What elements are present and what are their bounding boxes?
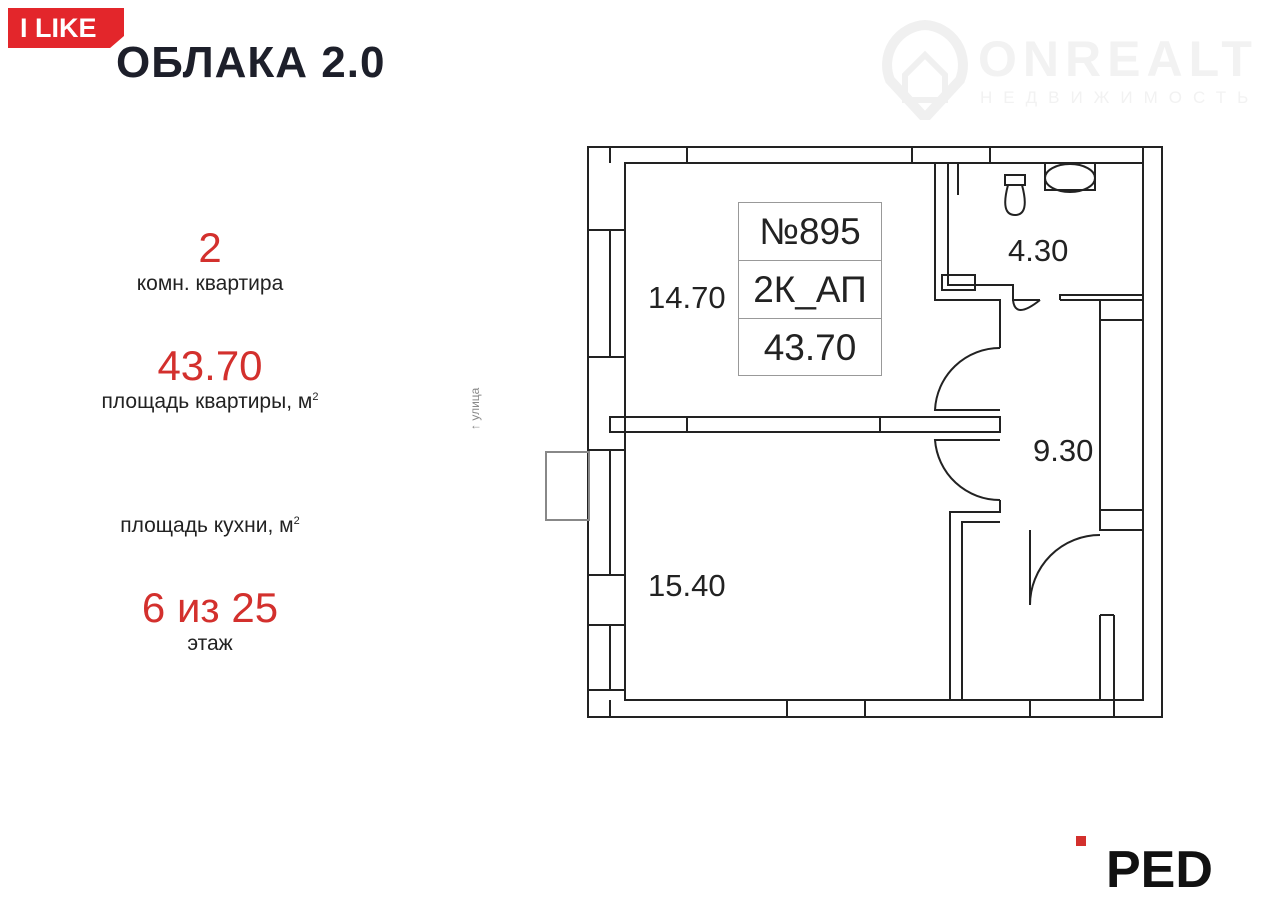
apartment-area: 43.70 xyxy=(763,327,857,368)
project-title: ОБЛАКА 2.0 xyxy=(116,38,386,87)
room-area-1: 14.70 xyxy=(648,280,726,315)
floor-value: 6 xyxy=(141,584,166,631)
area-label: площадь квартиры, м xyxy=(101,390,313,413)
i-like-logo-badge: I LIKE xyxy=(8,8,124,48)
floor-total: 25 xyxy=(231,584,279,631)
rooms-value: 2 xyxy=(198,224,222,271)
area-info: 43.70 площадь квартиры, м2 xyxy=(0,342,420,414)
kitchen-unit-sup: 2 xyxy=(293,515,300,527)
toilet-icon xyxy=(1004,174,1026,217)
inner-wall xyxy=(624,162,1144,701)
watermark-subtitle: НЕДВИЖИМОСТЬ xyxy=(980,88,1260,107)
outer-wall xyxy=(587,146,1163,718)
floor-plan xyxy=(545,146,1163,718)
watermark-name: ONREALT xyxy=(978,31,1258,87)
floor-of: из xyxy=(176,584,220,631)
logo-red-mark xyxy=(1076,836,1086,846)
floor-label: этаж xyxy=(187,632,233,655)
kitchen-label: площадь кухни, м xyxy=(120,514,294,537)
area-value: 43.70 xyxy=(157,342,263,389)
kitchen-info: площадь кухни, м2 xyxy=(0,514,420,538)
rooms-label: комн. квартира xyxy=(136,272,284,295)
floor-info: 6 из 25 этаж xyxy=(0,584,420,656)
apartment-number: №895 xyxy=(739,203,881,261)
logo-text: PED xyxy=(1106,841,1213,899)
hall-area: 9.30 xyxy=(1033,433,1094,468)
room-area-2: 15.40 xyxy=(648,568,726,603)
house-pin-icon xyxy=(882,20,968,120)
bathroom-area: 4.30 xyxy=(1008,233,1069,268)
rooms-info: 2 комн. квартира xyxy=(0,224,420,296)
apartment-tag: №895 2К_АП 43.70 xyxy=(738,202,882,376)
sink-icon xyxy=(1044,163,1096,193)
street-label: ↑ улица xyxy=(468,387,482,430)
apartment-type: 2К_АП xyxy=(739,261,881,319)
area-unit-sup: 2 xyxy=(312,391,319,403)
